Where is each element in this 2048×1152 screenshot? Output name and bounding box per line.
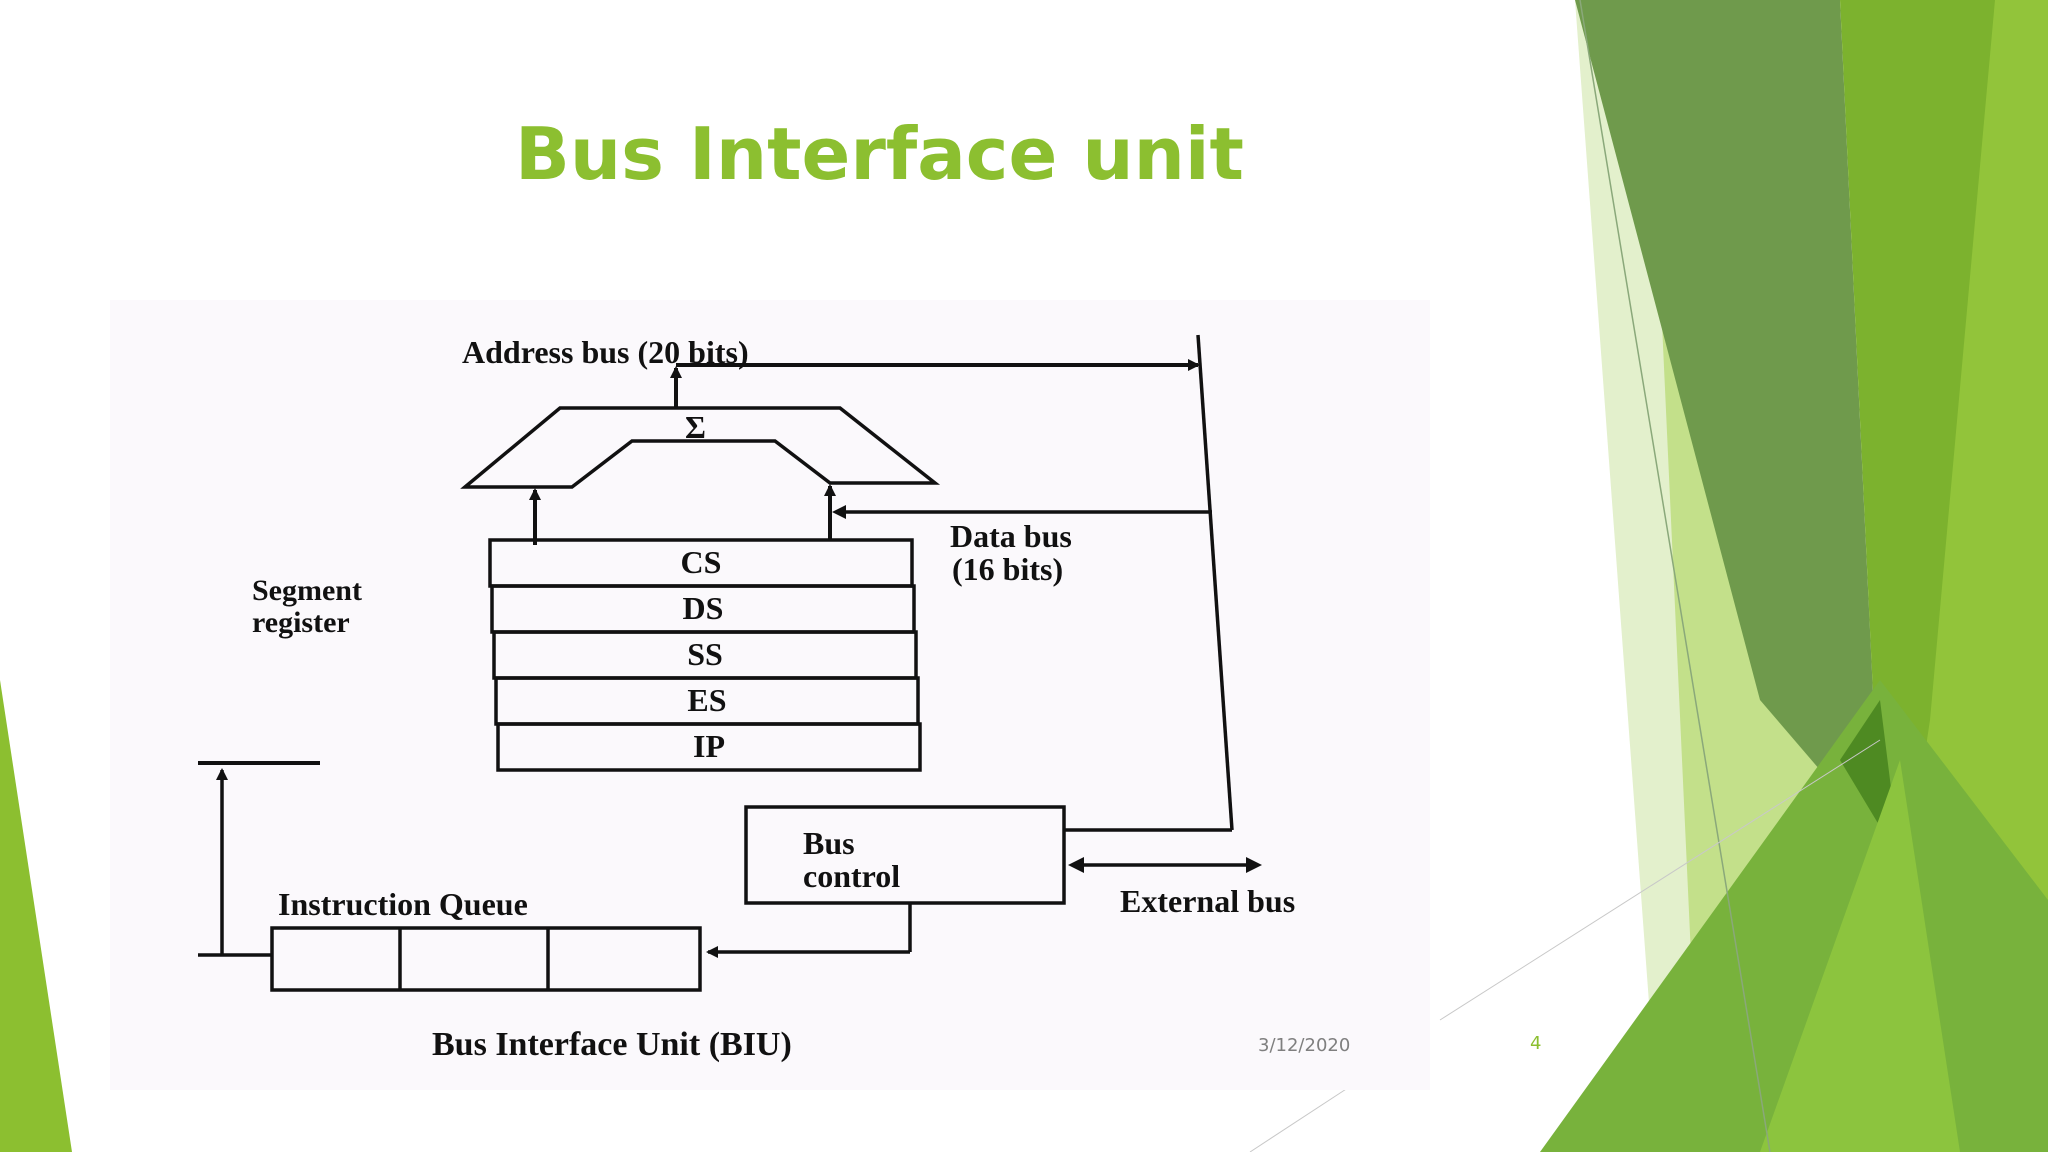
segment-register-label-line1: Segment [252, 574, 362, 607]
instruction-queue-label: Instruction Queue [278, 886, 528, 922]
slide-date: 3/12/2020 [1258, 1035, 1351, 1056]
register-cell-ip [496, 722, 922, 772]
instruction-queue-box [270, 926, 702, 992]
register-label-es: ES [687, 682, 726, 718]
thin-diagonal-line-3 [1249, 1079, 1361, 1152]
left-green-shape [0, 680, 72, 1152]
thin-diagonal-line-1 [1579, 0, 1771, 1152]
external-bus-arrow-left [1068, 857, 1084, 873]
segment-register-label-line2: register [252, 606, 350, 639]
register-label-ss: SS [687, 636, 723, 672]
bus-control-label-line2: control [803, 858, 900, 894]
diagram-caption: Bus Interface Unit (BIU) [432, 1026, 792, 1063]
diagram-paper [110, 300, 1430, 1090]
slide-number: 4 [1530, 1033, 1542, 1054]
sigma-adder [460, 406, 941, 489]
external-bus-arrow-right [1246, 857, 1262, 873]
register-stack: CS DS SS ES IP [488, 538, 922, 772]
register-label-ds: DS [683, 590, 724, 626]
bottom-light-triangle [1760, 760, 1960, 1152]
register-label-cs: CS [681, 544, 722, 580]
right-dark-facet [1575, 0, 1880, 840]
data-bus-label-line2: (16 bits) [952, 551, 1063, 587]
sigma-label: Σ [685, 409, 706, 445]
bus-control-box [744, 805, 1066, 905]
bus-control-label-line1: Bus [803, 825, 855, 861]
data-bus-arrowhead [832, 505, 846, 519]
data-bus-label-line1: Data bus [950, 518, 1072, 554]
main-bus-vertical [1196, 334, 1234, 831]
register-label-ip: IP [693, 728, 725, 764]
thin-diagonal-line-2 [1439, 739, 1881, 1021]
slide-title: Bus Interface unit [515, 112, 1244, 196]
external-bus-label: External bus [1120, 883, 1295, 919]
